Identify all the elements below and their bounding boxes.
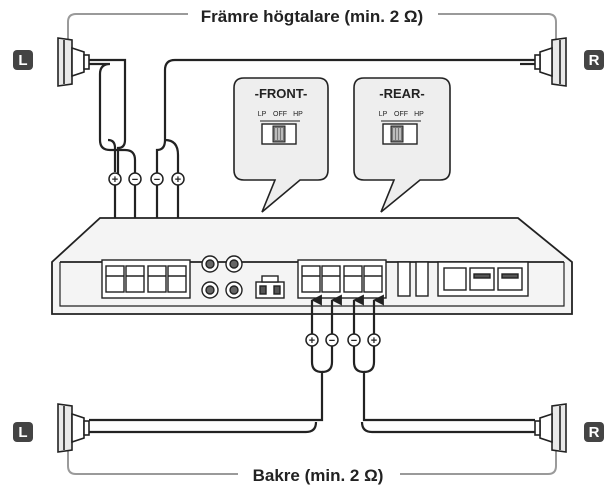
power-terminal-block [437, 261, 529, 297]
rear-speaker-wires [89, 346, 535, 434]
svg-text:LP: LP [379, 111, 388, 118]
svg-text:+: + [371, 335, 377, 347]
svg-text:HP: HP [293, 111, 303, 118]
rca-inputs [201, 255, 243, 299]
rear-polarity-1: + [305, 333, 319, 347]
front-polarity-4: + [171, 172, 185, 186]
front-right-speaker-icon [534, 37, 567, 87]
svg-text:LP: LP [258, 111, 267, 118]
front-speakers-caption: Främre högtalare (min. 2 Ω) [201, 7, 423, 26]
rear-left-badge: L [13, 422, 33, 442]
svg-text:−: − [132, 174, 138, 186]
svg-text:-REAR-: -REAR- [379, 86, 425, 101]
rear-filter-switch [381, 120, 421, 145]
svg-text:+: + [175, 174, 181, 186]
rear-right-speaker-icon [534, 403, 567, 453]
rear-polarity-4: + [367, 333, 381, 347]
svg-text:−: − [329, 335, 335, 347]
svg-text:L: L [18, 424, 27, 441]
rear-right-badge: R [584, 422, 604, 442]
svg-text:HP: HP [414, 111, 424, 118]
svg-text:OFF: OFF [394, 111, 408, 118]
rear-caption-leader [67, 448, 557, 475]
rear-polarity-3: − [347, 333, 361, 347]
front-polarity-1: + [108, 172, 122, 186]
fuse-slots [397, 261, 429, 297]
front-left-speaker-icon [57, 37, 90, 87]
front-right-badge: R [584, 50, 604, 70]
front-speaker-wires [89, 58, 535, 175]
rear-left-speaker-icon [57, 403, 90, 453]
svg-text:−: − [351, 335, 357, 347]
rear-switch-callout: -REAR- LP OFF HP [353, 77, 451, 213]
front-left-badge: L [13, 50, 33, 70]
rear-terminal-leads [310, 294, 384, 334]
front-polarity-3: − [150, 172, 164, 186]
svg-text:R: R [589, 424, 600, 441]
front-terminal-block [101, 259, 191, 299]
rear-polarity-marks: + − − + [305, 333, 381, 347]
front-switch-callout: -FRONT- LP OFF HP [233, 77, 329, 213]
rear-speakers-caption: Bakre (min. 2 Ω) [253, 466, 384, 485]
front-polarity-marks: + − − + [108, 172, 185, 186]
remote-connector [255, 275, 285, 299]
svg-text:-FRONT-: -FRONT- [255, 86, 308, 101]
rear-polarity-2: − [325, 333, 339, 347]
rear-terminal-block [297, 259, 387, 299]
front-filter-switch [260, 120, 300, 145]
svg-text:+: + [112, 174, 118, 186]
svg-text:+: + [309, 335, 315, 347]
front-polarity-2: − [128, 172, 142, 186]
front-caption-leader [67, 13, 557, 42]
svg-text:L: L [18, 52, 27, 69]
svg-text:R: R [589, 52, 600, 69]
svg-text:−: − [154, 174, 160, 186]
svg-text:OFF: OFF [273, 111, 287, 118]
